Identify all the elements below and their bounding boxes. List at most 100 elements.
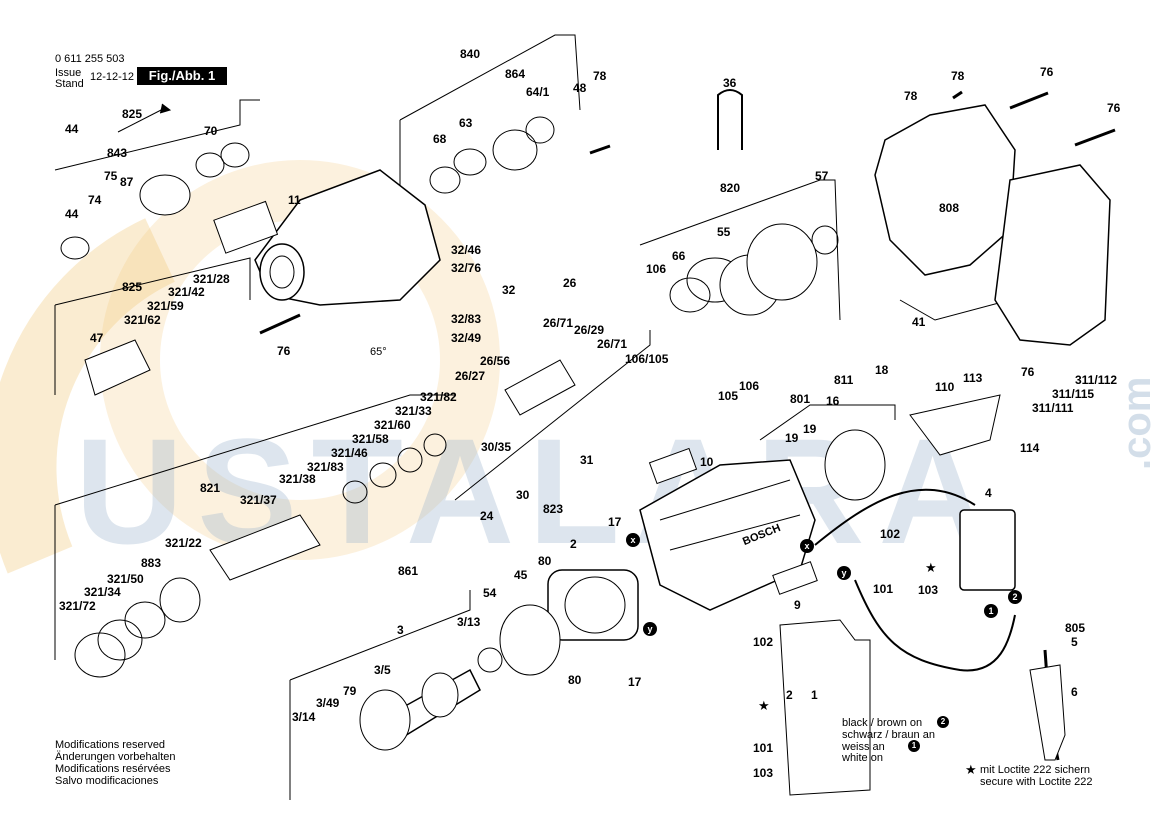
part-number: 0 611 255 503 (55, 53, 125, 65)
part-label: 103 (753, 766, 774, 780)
legend-weiss: weiss an (842, 741, 885, 753)
field-coil-2 (547, 569, 639, 641)
part-label: 47 (90, 331, 104, 345)
part-label: 10 (700, 455, 714, 469)
part-label: 805 (1065, 621, 1086, 635)
part-label: 19 (803, 422, 817, 436)
handle-housing-808 (874, 104, 1016, 276)
stand-label: Stand (55, 78, 84, 90)
part-label: 78 (593, 69, 607, 83)
wire-102 (814, 488, 976, 546)
part-label: 321/33 (395, 404, 432, 418)
part-label: 321/83 (307, 460, 344, 474)
part-label: 101 (753, 741, 774, 755)
part-label: 321/38 (279, 472, 316, 486)
part-label: 87 (120, 175, 134, 189)
part-label: 311/111 (1032, 401, 1074, 415)
part-label: 101 (873, 582, 894, 596)
figure-label: Fig./Abb. 1 (137, 67, 227, 85)
marker-y: y (643, 622, 657, 636)
part-label: 4 (985, 486, 992, 500)
star-icon: ★ (758, 698, 770, 713)
part-label: 311/115 (1052, 387, 1095, 401)
part-label: 6 (1071, 685, 1078, 699)
part-label: 820 (720, 181, 741, 195)
part-label: 825 (122, 280, 143, 294)
switch-4 (959, 509, 1016, 591)
part-label: 54 (483, 586, 497, 600)
footer-line4: Salvo modificaciones (55, 775, 159, 787)
part-label: 32 (502, 283, 516, 297)
handle-detail (779, 619, 871, 796)
part-label: 105 (718, 389, 739, 403)
part-label: 861 (398, 564, 419, 578)
part-label: 44 (65, 207, 79, 221)
part-label: 321/58 (352, 432, 389, 446)
part-label: 76 (1021, 365, 1035, 379)
part-label: 41 (912, 315, 926, 329)
part-label: 26/71 (543, 316, 574, 330)
part-label: 106/105 (625, 352, 669, 366)
part-label: 36 (723, 76, 737, 90)
part-label: 321/50 (107, 572, 144, 586)
loctite-line1: mit Loctite 222 sichern (980, 764, 1091, 776)
part-label: 114 (1020, 441, 1040, 455)
part-label: 78 (951, 69, 965, 83)
part-label: 321/34 (84, 585, 121, 599)
star-icon: ★ (965, 762, 977, 777)
legend-marker-1: 1 (908, 740, 920, 752)
part-label: 70 (204, 124, 218, 138)
part-label: 321/46 (331, 446, 368, 460)
part-label: 16 (826, 394, 840, 408)
part-label: 1 (811, 688, 818, 702)
part-label: 106 (739, 379, 760, 393)
part-label: 3/13 (457, 615, 481, 629)
part-label: 48 (573, 81, 587, 95)
group-line-825b (54, 257, 251, 306)
issue-label: Issue (55, 67, 82, 79)
part-label: 24 (480, 509, 494, 523)
part-label: 3/49 (316, 696, 340, 710)
issue-date: 12-12-12 (90, 71, 135, 83)
wire-101 (854, 579, 1016, 672)
footer-line2: Änderungen vorbehalten (55, 751, 176, 763)
part-label: 57 (815, 169, 829, 183)
part-label: 32/83 (451, 312, 482, 326)
part-label: 311/112 (1075, 373, 1118, 387)
part-label: 321/62 (124, 313, 161, 327)
part-label: 19 (785, 431, 799, 445)
wire-marker-1: 1 (984, 604, 998, 618)
part-label: 321/37 (240, 493, 277, 507)
part-label: 64/1 (526, 85, 550, 99)
part-label: 44 (65, 122, 79, 136)
part-label: 63 (459, 116, 473, 130)
marker-y: y (837, 566, 851, 580)
part-label: 26/29 (574, 323, 605, 337)
legend-schwarz-braun: schwarz / braun an (842, 729, 935, 741)
part-label: 80 (538, 554, 552, 568)
legend-marker-2: 2 (937, 716, 949, 728)
part-label: 45 (514, 568, 528, 582)
part-label: 3 (397, 623, 404, 637)
part-label: 32/49 (451, 331, 482, 345)
part-label: 5 (1071, 635, 1078, 649)
part-label: 321/59 (147, 299, 184, 313)
part-label: 26/27 (455, 369, 486, 383)
part-label: 30/35 (481, 440, 512, 454)
loctite-line2: secure with Loctite 222 (980, 776, 1093, 788)
marker-x: x (800, 539, 814, 553)
part-label: 821 (200, 481, 221, 495)
part-label: 76 (1107, 101, 1121, 115)
part-label: 9 (794, 598, 801, 612)
part-label: 2 (570, 537, 577, 551)
part-label: 31 (580, 453, 594, 467)
part-label: 825 (122, 107, 143, 121)
part-label: 26/71 (597, 337, 628, 351)
part-label: 32/76 (451, 261, 482, 275)
part-label: 102 (753, 635, 774, 649)
part-label: 321/60 (374, 418, 411, 432)
part-label: 26/56 (480, 354, 511, 368)
part-label: 110 (935, 380, 955, 394)
